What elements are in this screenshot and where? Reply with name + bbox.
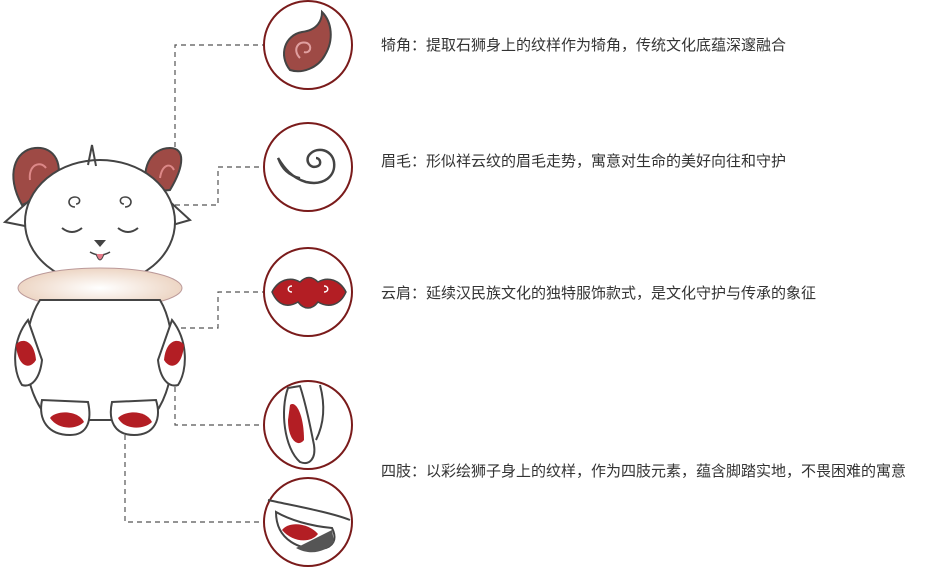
cloud-eyebrow-icon (263, 122, 353, 212)
feature-text-eyebrow: ：形似祥云纹的眉毛走势，寓意对生命的美好向往和守护 (411, 152, 787, 170)
feature-title-horn: 犄角 (381, 36, 412, 54)
foot-icon (263, 477, 353, 567)
connector-horn (174, 44, 265, 165)
cloud-shoulder-icon (263, 247, 353, 337)
feature-text-limbs: ：以彩绘狮子身上的纹样，作为四肢元素，蕴含脚踏实地，不畏困难的寓意 (411, 462, 907, 480)
connector-foot (124, 435, 265, 523)
feature-text-shoulder: ：延续汉民族文化的独特服饰款式，是文化守护与传承的象征 (411, 284, 817, 302)
feature-description-horn: 犄角：提取石狮身上的纹样作为犄角，传统文化底蕴深邃融合 (381, 22, 926, 69)
feature-text-horn: ：提取石狮身上的纹样作为犄角，传统文化底蕴深邃融合 (411, 36, 787, 54)
feature-icons (263, 0, 353, 567)
feature-title-eyebrow: 眉毛 (381, 152, 412, 170)
feature-title-limbs: 四肢 (381, 462, 412, 480)
horn-icon (263, 0, 353, 90)
feature-description-shoulder: 云肩：延续汉民族文化的独特服饰款式，是文化守护与传承的象征 (381, 270, 926, 317)
feature-title-shoulder: 云肩 (381, 284, 412, 302)
limb-icon (263, 380, 353, 470)
feature-description-eyebrow: 眉毛：形似祥云纹的眉毛走势，寓意对生命的美好向往和守护 (381, 138, 926, 185)
connector-arm (174, 360, 265, 426)
feature-description-limbs: 四肢：以彩绘狮子身上的纹样，作为四肢元素，蕴含脚踏实地，不畏困难的寓意 (381, 448, 926, 495)
lion-mascot-illustration (2, 144, 193, 437)
